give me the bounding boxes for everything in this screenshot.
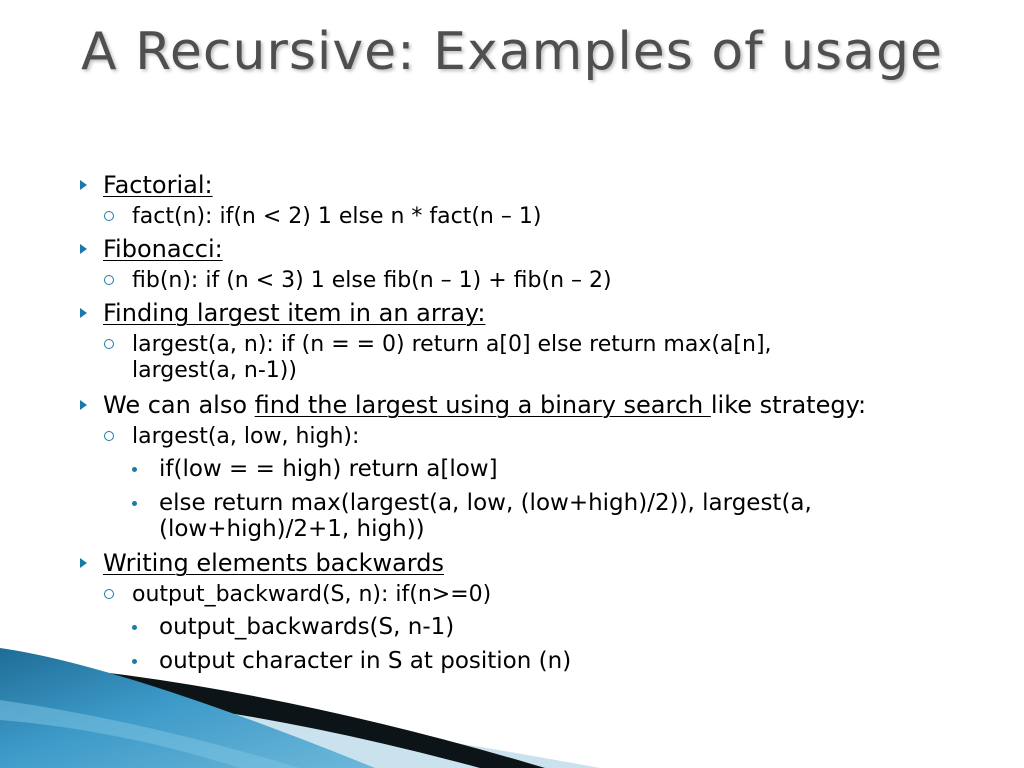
bullet-link-text[interactable]: find the largest using a binary search xyxy=(254,391,711,419)
sub-sub-bullet-text: if(low = = high) return a[low] xyxy=(159,456,498,482)
dot-bullet-icon xyxy=(132,625,137,630)
bullet-text-pre: We can also xyxy=(103,391,255,419)
sub-sub-bullet-text: output_backwards(S, n-1) xyxy=(159,614,455,640)
sub-sub-bullet-text: output character in S at position (n) xyxy=(159,648,572,674)
bullet-label: Writing elements backwards xyxy=(103,549,444,577)
sub-sub-bullet-line1: else return max(largest(a, low, (low+hig… xyxy=(159,490,812,516)
dot-bullet-icon xyxy=(132,659,137,664)
arrow-bullet-icon xyxy=(76,170,90,200)
sub-bullet-text: output_backward(S, n): if(n>=0) xyxy=(132,582,492,607)
sub-bullet-line1: largest(a, n): if (n = = 0) return a[0] … xyxy=(132,332,772,357)
dot-bullet-icon xyxy=(132,467,137,472)
arrow-bullet-icon xyxy=(76,390,90,420)
sub-sub-bullet-line2: (low+high)/2+1, high)) xyxy=(159,516,425,542)
sub-bullet-text: fact(n): if(n < 2) 1 else n * fact(n – 1… xyxy=(132,204,542,229)
sub-bullet-fact: fact(n): if(n < 2) 1 else n * fact(n – 1… xyxy=(76,204,1006,230)
sub-bullet-output: output_backward(S, n): if(n>=0) xyxy=(76,582,1006,608)
bullet-fibonacci: Fibonacci: xyxy=(76,234,1006,264)
bullet-label: Factorial: xyxy=(103,171,213,199)
sub-bullet-line2: largest(a, n-1)) xyxy=(132,358,297,383)
bullet-backwards: Writing elements backwards xyxy=(76,548,1006,578)
sub-bullet-largest-range: largest(a, low, high): xyxy=(76,424,1006,450)
sub-sub-bullet-recurse: else return max(largest(a, low, (low+hig… xyxy=(76,490,1006,542)
sub-sub-bullet-base: if(low = = high) return a[low] xyxy=(76,456,1006,482)
circle-bullet-icon xyxy=(104,589,114,599)
sub-bullet-largest: largest(a, n): if (n = = 0) return a[0] … xyxy=(76,332,1006,384)
circle-bullet-icon xyxy=(104,275,114,285)
sub-bullet-text: fib(n): if (n < 3) 1 else fib(n – 1) + f… xyxy=(132,268,612,293)
sub-sub-bullet-call: output_backwards(S, n-1) xyxy=(76,614,1006,640)
sub-bullet-text: largest(a, low, high): xyxy=(132,424,360,449)
sub-bullet-fib: fib(n): if (n < 3) 1 else fib(n – 1) + f… xyxy=(76,268,1006,294)
dot-bullet-icon xyxy=(132,501,137,506)
bullet-label: Fibonacci: xyxy=(103,235,223,263)
swoosh-highlight xyxy=(0,700,300,768)
bullet-text-post: like strategy: xyxy=(710,391,867,419)
swoosh-light xyxy=(0,690,600,768)
bullet-binary-search: We can also find the largest using a bin… xyxy=(76,390,1006,420)
sub-sub-bullet-print: output character in S at position (n) xyxy=(76,648,1006,674)
bullet-factorial: Factorial: xyxy=(76,170,1006,200)
slide-title: A Recursive: Examples of usage xyxy=(81,22,943,82)
slide-content: Factorial: fact(n): if(n < 2) 1 else n *… xyxy=(76,170,1006,674)
circle-bullet-icon xyxy=(104,211,114,221)
swoosh-dark xyxy=(0,662,545,768)
circle-bullet-icon xyxy=(104,339,114,349)
circle-bullet-icon xyxy=(104,431,114,441)
arrow-bullet-icon xyxy=(76,548,90,578)
bullet-label: Finding largest item in an array: xyxy=(103,299,486,327)
arrow-bullet-icon xyxy=(76,298,90,328)
arrow-bullet-icon xyxy=(76,234,90,264)
bullet-largest: Finding largest item in an array: xyxy=(76,298,1006,328)
